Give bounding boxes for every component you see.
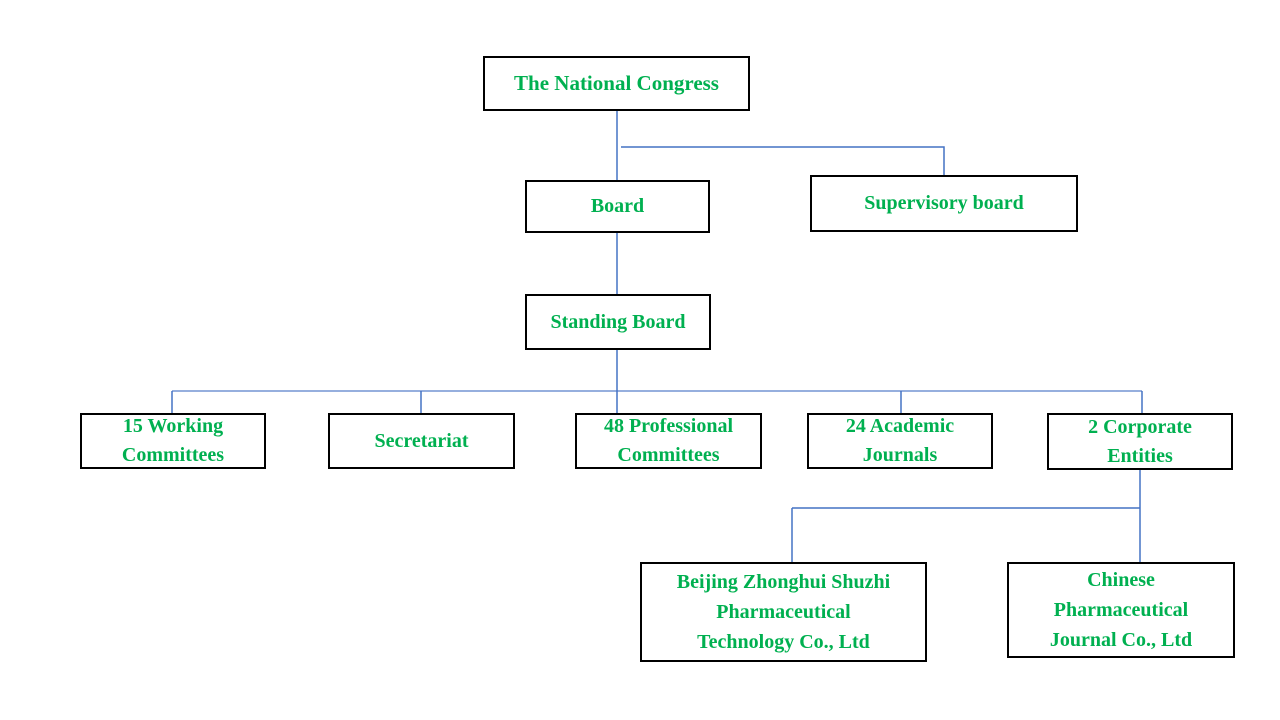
org-node-label: 15 Working Committees: [121, 415, 225, 466]
org-node-label: The National Congress: [514, 71, 719, 95]
org-node-label: 2 Corporate Entities: [1088, 415, 1192, 467]
org-node-label: Secretariat: [374, 429, 469, 452]
org-node-academic-journals: 24 Academic Journals: [807, 413, 993, 469]
org-node-corporate-entities: 2 Corporate Entities: [1047, 413, 1233, 470]
org-node-working-committees: 15 Working Committees: [80, 413, 266, 469]
org-node-professional-committees: 48 Professional Committees: [575, 413, 762, 469]
org-node-secretariat: Secretariat: [328, 413, 515, 469]
org-node-label: 48 Professional Committees: [603, 415, 734, 466]
org-node-label: Supervisory board: [864, 192, 1024, 214]
org-node-standing-board: Standing Board: [525, 294, 711, 350]
org-node-label: Standing Board: [550, 310, 686, 333]
org-node-beijing-zhonghui-shuzhi: Beijing Zhonghui Shuzhi Pharmaceutical T…: [640, 562, 927, 662]
connector-congress-to-supervisory: [621, 146, 945, 175]
org-node-label: Board: [590, 195, 645, 217]
org-node-label: 24 Academic Journals: [845, 415, 955, 466]
org-node-national-congress: The National Congress: [483, 56, 750, 111]
org-node-chinese-pharmaceutical-journal: Chinese Pharmaceutical Journal Co., Ltd: [1007, 562, 1235, 658]
org-node-supervisory-board: Supervisory board: [810, 175, 1078, 232]
org-node-board: Board: [525, 180, 710, 233]
org-node-label: Beijing Zhonghui Shuzhi Pharmaceutical T…: [676, 571, 891, 653]
org-node-label: Chinese Pharmaceutical Journal Co., Ltd: [1049, 569, 1193, 651]
